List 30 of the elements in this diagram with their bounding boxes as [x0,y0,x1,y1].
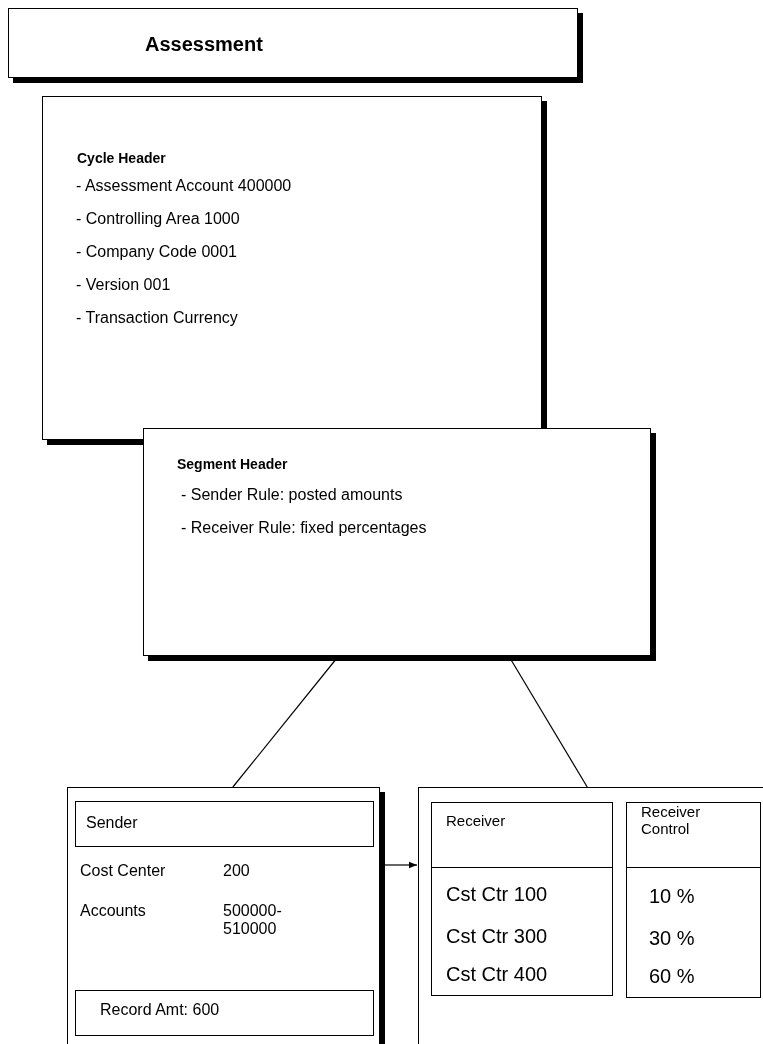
heading-text: Cost Center [80,862,166,880]
text-label: - Version 001 [76,276,171,294]
text-label: - Transaction Currency [76,309,238,327]
text-label: Accounts [80,902,146,920]
table-box [75,801,374,847]
heading-text: Segment Header [177,457,288,473]
text-label: - Sender Rule: posted amounts [181,486,403,504]
text-label: - Receiver Rule: fixed percentages [181,519,427,537]
text-label: Sender [86,814,138,832]
arrow [384,861,418,869]
text-label: - Assessment Account 400000 [76,177,292,195]
table-box [431,802,613,996]
text-label: 500000- 510000 [223,902,283,938]
text-label: - Controlling Area 1000 [76,210,240,228]
text-label: 10 % [649,885,695,907]
text-label: 30 % [649,927,695,949]
heading-text: Cycle Header [77,151,166,167]
text-label: Cst Ctr 100 [446,883,548,905]
text-label: Cst Ctr 300 [446,925,548,947]
table-box [626,802,761,998]
text-label: 200 [223,862,250,880]
heading-text: Receiver Control [641,804,702,837]
text-label: Cst Ctr 400 [446,963,548,985]
heading-text: Receiver [446,813,506,830]
table-box [75,990,374,1036]
empty-box [418,787,763,1044]
text-label: 60 % [649,965,695,987]
text-label: Assessment [145,33,263,55]
text-label: Record Amt: 600 [100,1001,220,1019]
text-label: - Company Code 0001 [76,243,237,261]
